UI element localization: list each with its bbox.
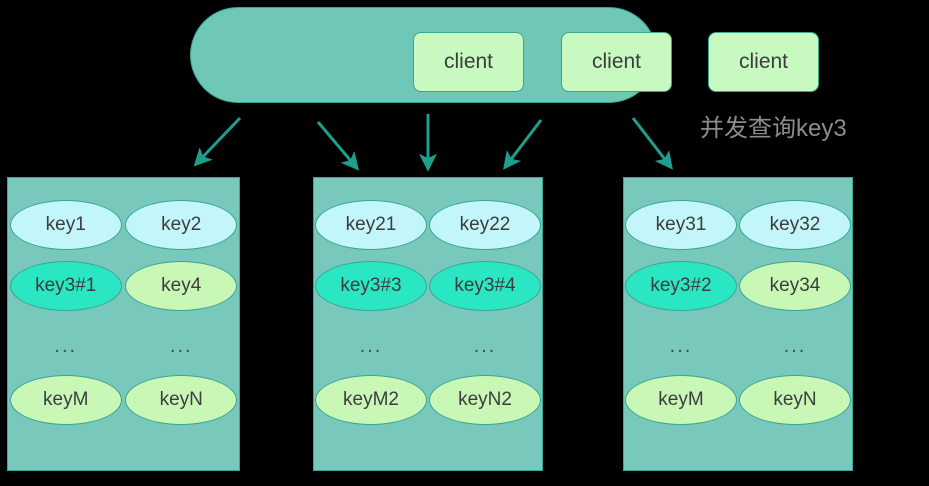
- key-oval[interactable]: key22: [429, 200, 541, 250]
- ellipsis-left: ...: [669, 335, 693, 357]
- key-label: keyN2: [458, 389, 512, 410]
- annotation-label: 并发查询key3: [700, 115, 847, 142]
- key-label: key3#4: [454, 275, 516, 296]
- key-oval[interactable]: keyM2: [315, 375, 427, 425]
- key-oval-highlight[interactable]: key3#2: [625, 261, 737, 311]
- client-label: client: [443, 50, 494, 73]
- key-label: keyM2: [343, 389, 399, 410]
- arrow-client1-to-shard1: [193, 116, 242, 167]
- arrow-client3-to-shard3: [631, 117, 673, 170]
- client-box-3[interactable]: client: [708, 32, 819, 92]
- key-oval[interactable]: key31: [625, 200, 737, 250]
- shard-box-3: key31 key32 key3#2 key34 ... ... keyM ke…: [623, 177, 853, 471]
- key-grid-2: key21 key22 key3#3 key3#4 ... ... keyM2 …: [314, 178, 542, 470]
- client-pod: client client client: [190, 7, 819, 103]
- key-oval[interactable]: key4: [125, 261, 238, 311]
- key-oval[interactable]: key21: [315, 200, 427, 250]
- client-label: client: [738, 50, 789, 73]
- key-oval-highlight[interactable]: key3#1: [9, 261, 122, 311]
- ellipsis-left: ...: [54, 335, 78, 357]
- arrow-client3-to-shard2: [503, 119, 543, 170]
- key-oval[interactable]: keyM: [625, 375, 737, 425]
- key-label: key3#3: [340, 275, 402, 296]
- key-oval[interactable]: key2: [125, 200, 238, 250]
- key-label: keyM: [43, 389, 89, 410]
- key-grid-3: key31 key32 key3#2 key34 ... ... keyM ke…: [624, 178, 852, 470]
- client-label: client: [591, 50, 642, 73]
- key-oval[interactable]: key1: [9, 200, 122, 250]
- ellipsis-left: ...: [359, 335, 383, 357]
- key-label: key3#1: [35, 275, 97, 296]
- key-oval[interactable]: keyN2: [429, 375, 541, 425]
- key-label: keyN: [773, 389, 817, 410]
- ellipsis-right: ...: [783, 335, 807, 357]
- key-grid-1: key1 key2 key3#1 key4 ... ... keyM keyN: [8, 178, 239, 470]
- key-label: key4: [161, 275, 202, 296]
- key-oval[interactable]: key34: [739, 261, 851, 311]
- key-label: key21: [345, 214, 397, 235]
- key-oval[interactable]: keyM: [9, 375, 122, 425]
- key-label: key1: [45, 214, 86, 235]
- key-label: keyN: [159, 389, 203, 410]
- key-oval-highlight[interactable]: key3#3: [315, 261, 427, 311]
- shard-box-1: key1 key2 key3#1 key4 ... ... keyM keyN: [7, 177, 240, 471]
- key-label: key3#2: [650, 275, 712, 296]
- key-oval[interactable]: keyN: [739, 375, 851, 425]
- client-box-1[interactable]: client: [413, 32, 524, 92]
- shard-box-2: key21 key22 key3#3 key3#4 ... ... keyM2 …: [313, 177, 543, 471]
- key-label: key32: [769, 214, 821, 235]
- key-oval[interactable]: keyN: [125, 375, 238, 425]
- key-label: key2: [161, 214, 202, 235]
- key-oval[interactable]: key32: [739, 200, 851, 250]
- key-label: key34: [769, 275, 821, 296]
- client-box-2[interactable]: client: [561, 32, 672, 92]
- ellipsis-right: ...: [473, 335, 497, 357]
- ellipsis-right: ...: [169, 335, 193, 357]
- key-oval-highlight[interactable]: key3#4: [429, 261, 541, 311]
- key-label: key22: [459, 214, 511, 235]
- key-label: key31: [655, 214, 707, 235]
- arrow-client1-to-shard2: [316, 121, 360, 171]
- key-label: keyM: [658, 389, 704, 410]
